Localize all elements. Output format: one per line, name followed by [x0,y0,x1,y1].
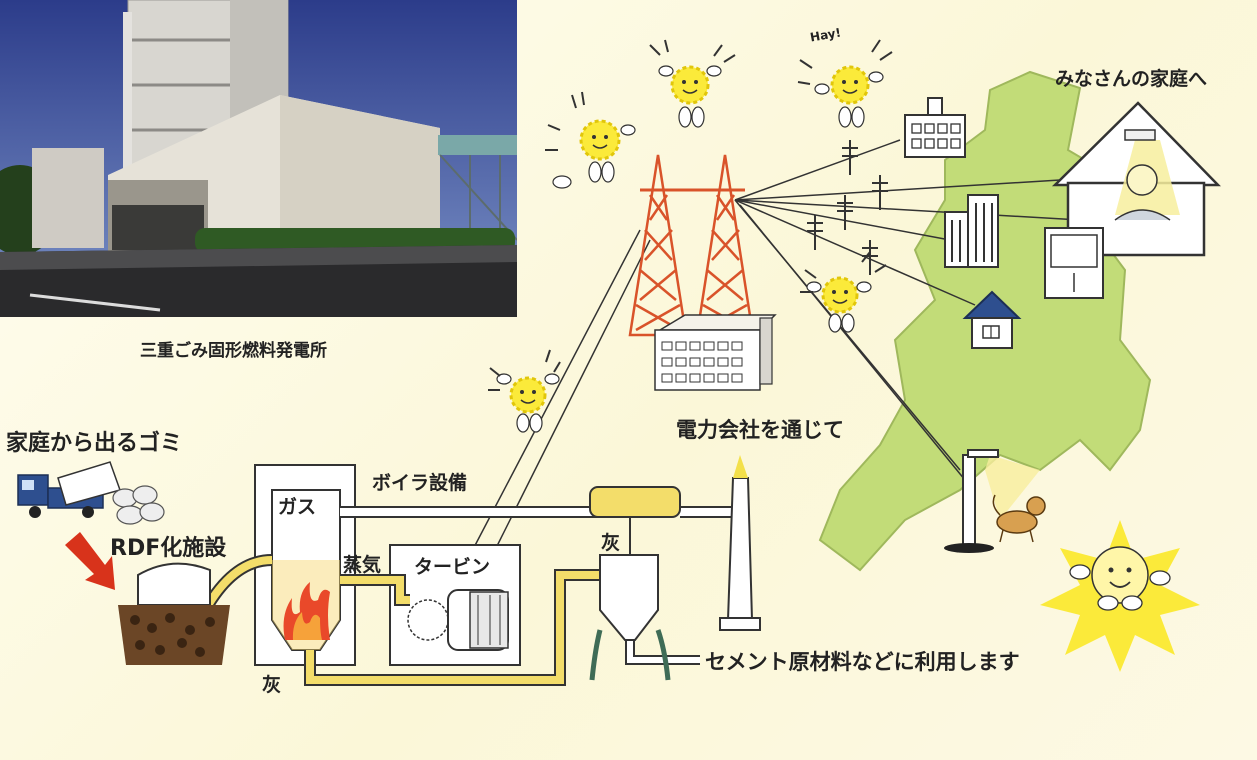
rdf-facility [118,562,230,665]
gas-label: ガス [278,496,317,518]
school-building [904,97,966,158]
sun-character [552,119,636,189]
sun-character [814,65,884,128]
garbage-truck [17,461,121,518]
power-plant-photo [0,0,517,317]
pipes [194,506,740,686]
boiler-label: ボイラ設備 [372,472,468,494]
photo-caption: 三重ごみ固形燃料発電所 [140,341,327,361]
flame-graphic [283,582,330,640]
power-company-label: 電力会社を通じて [676,418,844,442]
sun-character [806,276,872,333]
household-waste-label: 家庭から出るゴミ [6,431,183,456]
red-arrow [65,532,115,590]
utility-poles [807,140,888,275]
blue-roof-house [962,290,1022,349]
big-sun-character [1040,520,1200,672]
office-buildings [944,194,999,268]
turbine-label: タービン [414,556,491,578]
chimney [719,455,761,631]
ash-bottom-label: 灰 [262,674,282,696]
cat-figure [992,494,1046,543]
cement-label: セメント原材料などに利用します [705,650,1020,674]
sun-character [496,373,560,433]
homes-label: みなさんの家庭へ [1055,68,1208,90]
steam-label: 蒸気 [343,554,382,576]
sun-character [658,65,722,128]
street-lamp [944,449,1040,553]
sparkle-marks [488,39,893,391]
turbine-rotor [407,589,509,651]
ash-top-label: 灰 [601,532,621,554]
ash-collector [589,486,681,681]
garbage-bags [112,485,165,525]
home-cutaway [1044,101,1221,299]
transmission-towers [628,154,755,337]
rdf-facility-label: RDF化施設 [110,536,227,561]
power-company-building [654,314,777,391]
